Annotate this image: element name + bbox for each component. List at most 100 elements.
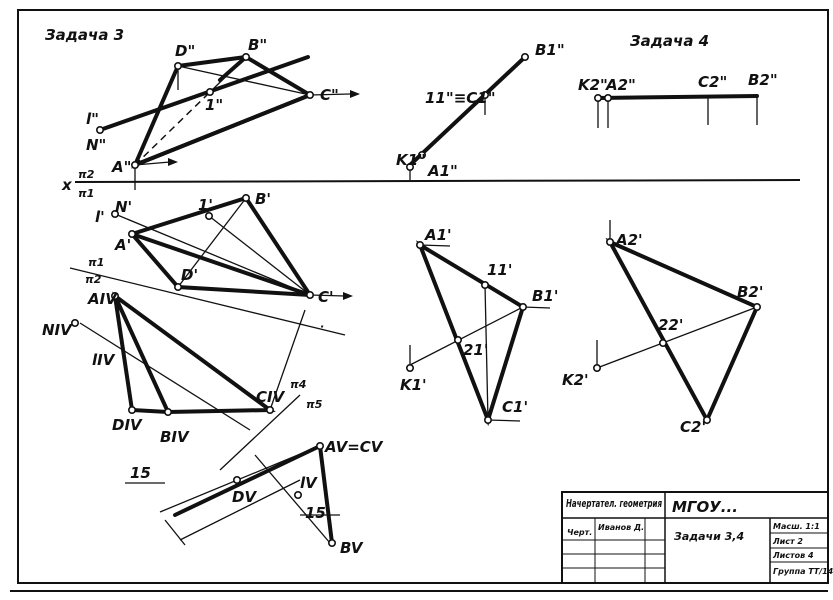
pi1-axis-label: π1 [78, 187, 94, 200]
label-c-horizontal: C' [318, 288, 334, 306]
task3-horizontal-projection: · l' N' 1' B' A' D' C' π1 π2 [69, 190, 353, 336]
point-n-frontal [96, 126, 105, 135]
stamp-discipline: Начертател. геометрия [566, 497, 662, 510]
label-l-iv: lIV [92, 351, 116, 369]
point-k1-horizontal [405, 363, 414, 372]
title-block: Начертател. геометрия МГОУ... Черт. Иван… [561, 491, 833, 584]
edge-a-b-iv [113, 294, 170, 414]
diagonal-ac-frontal [133, 93, 312, 167]
stamp-org: МГОУ... [672, 498, 738, 516]
label-pi1-axis2: π1 [88, 256, 104, 269]
arrow-head-c-frontal [350, 90, 360, 98]
hidden-edge-iv [167, 409, 271, 413]
stamp-scale: Масш. 1:1 [773, 522, 820, 531]
label-pi2-axis2: π2 [85, 273, 102, 286]
point-d-frontal [174, 61, 183, 70]
point-c1-frontal [480, 91, 489, 100]
point-a2-horizontal [605, 238, 614, 247]
arrow-a-mid [419, 244, 451, 247]
point-b1-frontal [520, 52, 529, 61]
stamp-drawn-by-label: Черт. [567, 528, 592, 537]
line-1-c-mid [484, 284, 489, 421]
edge-fragment-frontal [218, 55, 248, 82]
x-axis-line [74, 179, 801, 183]
point-d-iv [128, 405, 137, 414]
label-1-frontal: 1" [205, 96, 223, 114]
arrow-c-horizontal [309, 294, 346, 297]
stamp-sheets: Листов 4 [772, 551, 814, 560]
point-a1-frontal [417, 151, 426, 160]
task3-projection-iv: AIV NIV lIV DIV BIV CIV π4 π5 [42, 290, 323, 471]
line-l-frontal [98, 55, 310, 132]
dimension-15-left: 15 [130, 464, 151, 482]
point-k2-horizontal [592, 363, 601, 372]
label-k1-horizontal: K1' [400, 376, 427, 394]
line-l-iv [79, 322, 251, 431]
label-c-frontal: C" [320, 86, 339, 104]
link-v-1 [254, 454, 331, 544]
line-v-a-b [318, 444, 334, 545]
point-n-horizontal [111, 210, 120, 219]
diagonal-bd-horizontal [177, 197, 247, 288]
stamp-sheet: Лист 2 [772, 537, 803, 546]
point-c-horizontal [305, 290, 314, 299]
label-1-horizontal: 1' [198, 196, 213, 214]
point-d-horizontal [174, 282, 183, 291]
stamp-title: Задачи 3,4 [674, 530, 744, 543]
label-n-horizontal: N' [115, 198, 132, 216]
label-21-horizontal: 21' [463, 341, 488, 359]
point-1-horizontal [205, 212, 214, 221]
label-c1-horizontal: C1' [502, 398, 528, 416]
point-11-horizontal [480, 280, 489, 289]
point-c-frontal [305, 91, 314, 100]
pi2-axis-label: π2 [78, 168, 95, 181]
stamp-group: Группа ТТ/14 [773, 567, 833, 576]
line-1-horizontal [208, 215, 311, 296]
label-a2-horizontal: A2' [615, 231, 643, 249]
point-a1-horizontal [415, 241, 424, 250]
point-a-iv [111, 291, 120, 300]
point-b-frontal [242, 52, 251, 61]
line-l-horizontal [114, 213, 311, 296]
task3-frontal-projection: D" B" C" A" 1" l" N" [86, 36, 360, 190]
label-a1-horizontal: A1' [424, 226, 452, 244]
point-22-horizontal [658, 338, 667, 347]
quad-iv [112, 291, 276, 415]
label-c-iv: CIV [256, 388, 286, 406]
line-k1-b1-frontal [408, 55, 527, 167]
label-a-eq-c-v: AV=CV [324, 438, 384, 456]
point-k2-frontal [593, 94, 602, 103]
dim-ext-1 [164, 519, 186, 546]
point-b-horizontal [242, 194, 251, 203]
label-d-v: DV [232, 488, 257, 506]
triangle-1-horizontal [416, 240, 526, 427]
task4-horizontal: A2' B2' 22' K2' C2' [562, 220, 763, 436]
point-b1-horizontal [518, 302, 527, 311]
label-n-frontal: N" [86, 136, 106, 154]
point-d-v [233, 475, 242, 484]
middle-frontal-construction: B1" 11"≡C1" K1" A1" [396, 41, 565, 180]
arrow-head-c-horizontal [343, 292, 353, 300]
label-k1-frontal: K1" [396, 151, 426, 169]
triangle-2-horizontal [605, 237, 760, 425]
line-k-b-task4 [596, 306, 758, 369]
label-b-horizontal: B' [255, 190, 271, 208]
arrow-c-frontal [309, 93, 351, 96]
line-k-b-mid [409, 306, 524, 366]
line-task4-frontal [596, 94, 759, 100]
point-b-v [327, 538, 336, 547]
axis-pi1-pi2 [69, 267, 346, 336]
point-l-v [293, 490, 302, 499]
label-11-horizontal: 11' [487, 261, 512, 279]
point-c2-horizontal [702, 415, 711, 424]
task3-title: Задача 3 [45, 26, 124, 44]
label-n-iv: NIV [42, 321, 73, 339]
task3-projection-v: AV=CV DV lV BV 15 15 [125, 438, 384, 557]
point-b-iv [164, 407, 173, 416]
point-1-frontal [206, 88, 215, 97]
label-k2-horizontal: K2' [562, 371, 589, 389]
arrow-a-frontal [134, 161, 171, 166]
task4-title: Задача 4 [630, 32, 709, 50]
label-l-v: lV [300, 474, 318, 492]
